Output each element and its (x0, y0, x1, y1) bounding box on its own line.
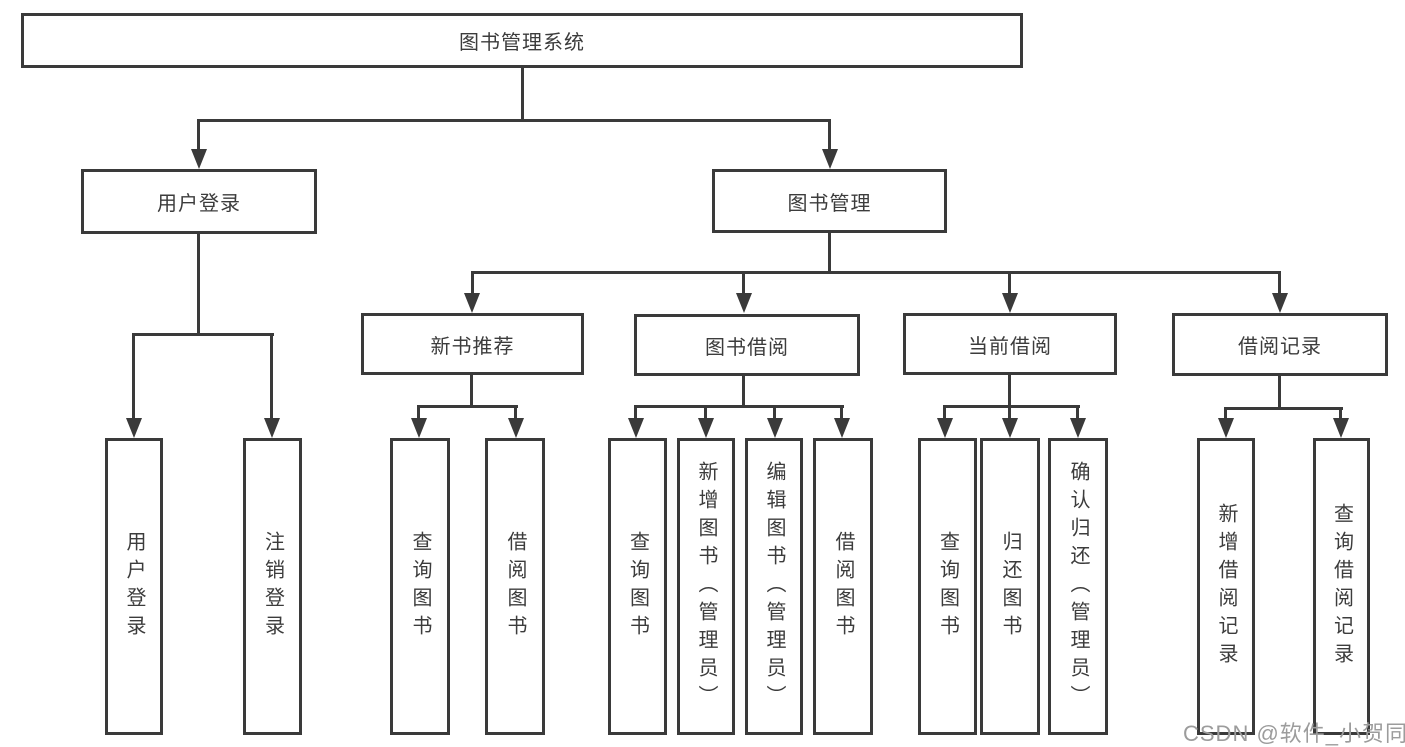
connector-line (742, 271, 745, 297)
connector-line (634, 405, 844, 408)
connector-line (1008, 405, 1011, 421)
arrow-down-icon (1272, 293, 1288, 313)
connector-line (1076, 405, 1079, 421)
arrow-down-icon (191, 149, 207, 169)
connector-line (828, 231, 831, 273)
connector-line (514, 405, 517, 421)
connector-line (634, 405, 637, 421)
node-current-borrowing: 当前借阅 (903, 313, 1117, 375)
connector-line (1339, 407, 1342, 421)
connector-line (943, 405, 1080, 408)
connector-line (471, 271, 474, 297)
connector-line (197, 232, 200, 336)
arrow-down-icon (126, 418, 142, 438)
connector-line (470, 373, 473, 408)
connector-line (417, 405, 518, 408)
arrow-down-icon (1002, 293, 1018, 313)
arrow-down-icon (736, 293, 752, 313)
arrow-down-icon (834, 418, 850, 438)
arrow-down-icon (698, 418, 714, 438)
leaf-user-login: 用户登录 (105, 438, 163, 735)
leaf-add-books-admin: 新增图书（管理员） (677, 438, 735, 735)
leaf-edit-books-admin: 编辑图书（管理员） (745, 438, 803, 735)
leaf-add-borrow-record: 新增借阅记录 (1197, 438, 1255, 735)
arrow-down-icon (822, 149, 838, 169)
node-book-borrowing: 图书借阅 (634, 314, 860, 376)
arrow-down-icon (767, 418, 783, 438)
arrow-down-icon (464, 293, 480, 313)
connector-line (197, 119, 831, 122)
connector-line (1278, 271, 1281, 297)
connector-line (773, 405, 776, 421)
connector-line (1008, 271, 1011, 297)
connector-line (270, 333, 273, 421)
node-book-management: 图书管理 (712, 169, 947, 233)
arrow-down-icon (264, 418, 280, 438)
leaf-query-books-recommend: 查询图书 (390, 438, 450, 735)
node-new-book-recommendation: 新书推荐 (361, 313, 584, 375)
leaf-query-books-current: 查询图书 (918, 438, 977, 735)
arrow-down-icon (937, 418, 953, 438)
connector-line (521, 66, 524, 121)
connector-line (1224, 407, 1227, 421)
connector-line (132, 333, 274, 336)
arrow-down-icon (411, 418, 427, 438)
connector-line (1008, 373, 1011, 408)
connector-line (742, 373, 745, 408)
arrow-down-icon (1333, 418, 1349, 438)
arrow-down-icon (1002, 418, 1018, 438)
leaf-borrow-books-recommend: 借阅图书 (485, 438, 545, 735)
arrow-down-icon (1218, 418, 1234, 438)
connector-line (943, 405, 946, 421)
node-borrowing-records: 借阅记录 (1172, 313, 1388, 376)
connector-line (1224, 407, 1343, 410)
leaf-confirm-return-admin: 确认归还（管理员） (1048, 438, 1108, 735)
connector-line (132, 333, 135, 421)
connector-line (828, 119, 831, 152)
leaf-logout: 注销登录 (243, 438, 302, 735)
leaf-query-books-borrow: 查询图书 (608, 438, 667, 735)
leaf-return-books: 归还图书 (980, 438, 1040, 735)
connector-line (840, 405, 843, 421)
leaf-borrow-books: 借阅图书 (813, 438, 873, 735)
arrow-down-icon (508, 418, 524, 438)
watermark-text: CSDN @软件_小贺同学 (1183, 721, 1405, 746)
connector-line (471, 271, 1281, 274)
leaf-query-borrow-record: 查询借阅记录 (1313, 438, 1370, 735)
connector-line (197, 119, 200, 152)
node-root: 图书管理系统 (21, 13, 1023, 68)
connector-line (1278, 374, 1281, 410)
connector-line (704, 405, 707, 421)
connector-line (417, 405, 420, 421)
arrow-down-icon (628, 418, 644, 438)
node-user-login: 用户登录 (81, 169, 317, 234)
arrow-down-icon (1070, 418, 1086, 438)
